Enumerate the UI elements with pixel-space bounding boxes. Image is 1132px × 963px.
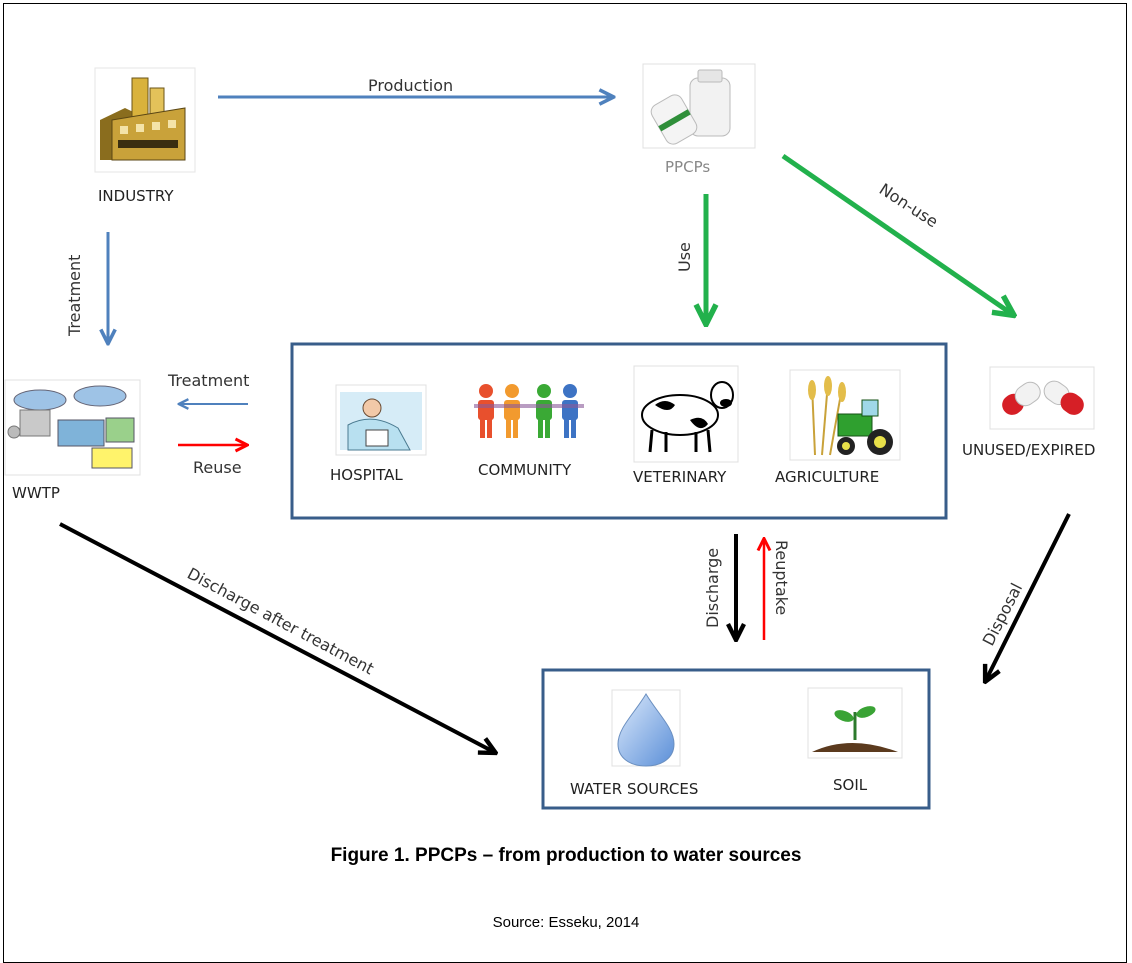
capsules-icon	[989, 366, 1095, 430]
users-treatment-label: Treatment	[167, 371, 249, 390]
discharge-after-treatment-label: Discharge after treatment	[184, 564, 377, 679]
community-people-icon	[474, 384, 584, 438]
industry-label: INDUSTRY	[98, 187, 174, 205]
industry-treatment-label: Treatment	[65, 255, 84, 337]
community-label: COMMUNITY	[478, 461, 572, 479]
wwtp-label: WWTP	[12, 484, 60, 502]
reuse-label: Reuse	[193, 458, 242, 477]
pill-bottles-icon	[642, 63, 756, 149]
environment-group-box	[541, 668, 931, 810]
water-drop-icon	[611, 689, 681, 767]
figure-source: Source: Esseku, 2014	[493, 914, 640, 931]
soil-label: SOIL	[833, 776, 868, 794]
disposal-arrow	[986, 513, 1071, 680]
hospital-icon	[335, 384, 427, 456]
cow-icon	[633, 365, 739, 463]
veterinary-label: VETERINARY	[633, 468, 727, 486]
ppcp-flow-diagram: INDUSTRY PPCPs WWTP HOSPITAL	[4, 63, 1095, 931]
use-label: Use	[675, 242, 694, 272]
ppcps-label: PPCPs	[665, 158, 710, 176]
production-label: Production	[368, 76, 453, 95]
tractor-wheat-icon	[789, 369, 901, 461]
reuptake-label: Reuptake	[772, 540, 791, 615]
agriculture-label: AGRICULTURE	[775, 468, 879, 486]
figure-caption: Figure 1. PPCPs – from production to wat…	[331, 845, 802, 866]
factory-icon	[94, 67, 196, 173]
treatment-plant-icon	[4, 379, 141, 476]
unused-expired-label: UNUSED/EXPIRED	[962, 441, 1095, 459]
users-group-box	[290, 342, 948, 520]
discharge-label: Discharge	[703, 548, 722, 628]
water-sources-label: WATER SOURCES	[570, 780, 698, 798]
non-use-label: Non-use	[876, 179, 942, 231]
discharge-after-treatment-arrow	[59, 522, 494, 752]
hospital-label: HOSPITAL	[330, 466, 403, 484]
non-use-arrow	[781, 153, 1012, 314]
plant-sprout-icon	[807, 687, 903, 759]
